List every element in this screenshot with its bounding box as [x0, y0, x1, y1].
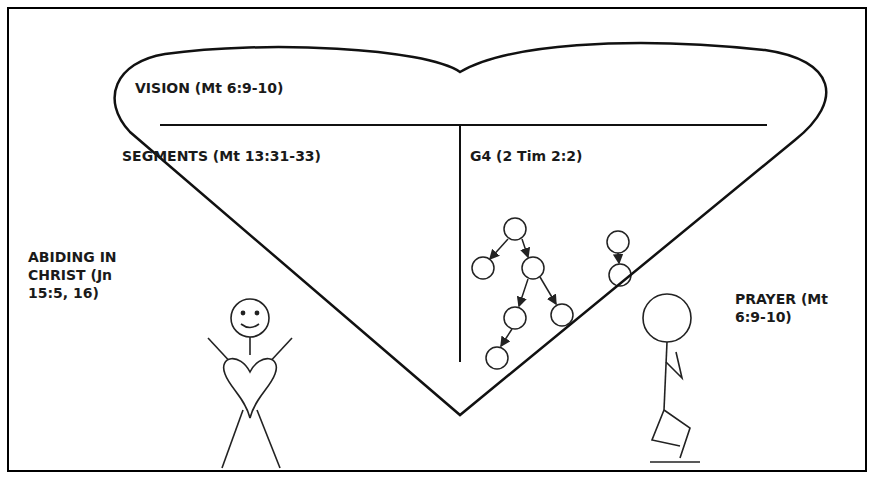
region-heading: G4 (2 Tim 2:2): [470, 148, 587, 166]
abiding-figure: [208, 299, 292, 468]
prayer-label: PRAYER (Mt 6:9-10): [735, 290, 860, 326]
heart-shape: [105, 40, 837, 420]
region-heading: SEGMENTS (Mt 13:31-33): [122, 148, 326, 166]
region-heading: VISION (Mt 6:9-10): [135, 80, 284, 98]
g4-region: G4 (2 Tim 2:2): [470, 148, 587, 168]
frame: [8, 8, 866, 471]
heart-outline: VISION (Mt 6:9-10) SEGMENTS (Mt 13:31-33)…: [105, 40, 837, 420]
prayer-figure: [643, 294, 700, 462]
abiding-label: ABIDING IN CHRIST (Jn 15:5, 16): [28, 248, 153, 303]
segments-region: SEGMENTS (Mt 13:31-33): [122, 148, 326, 168]
